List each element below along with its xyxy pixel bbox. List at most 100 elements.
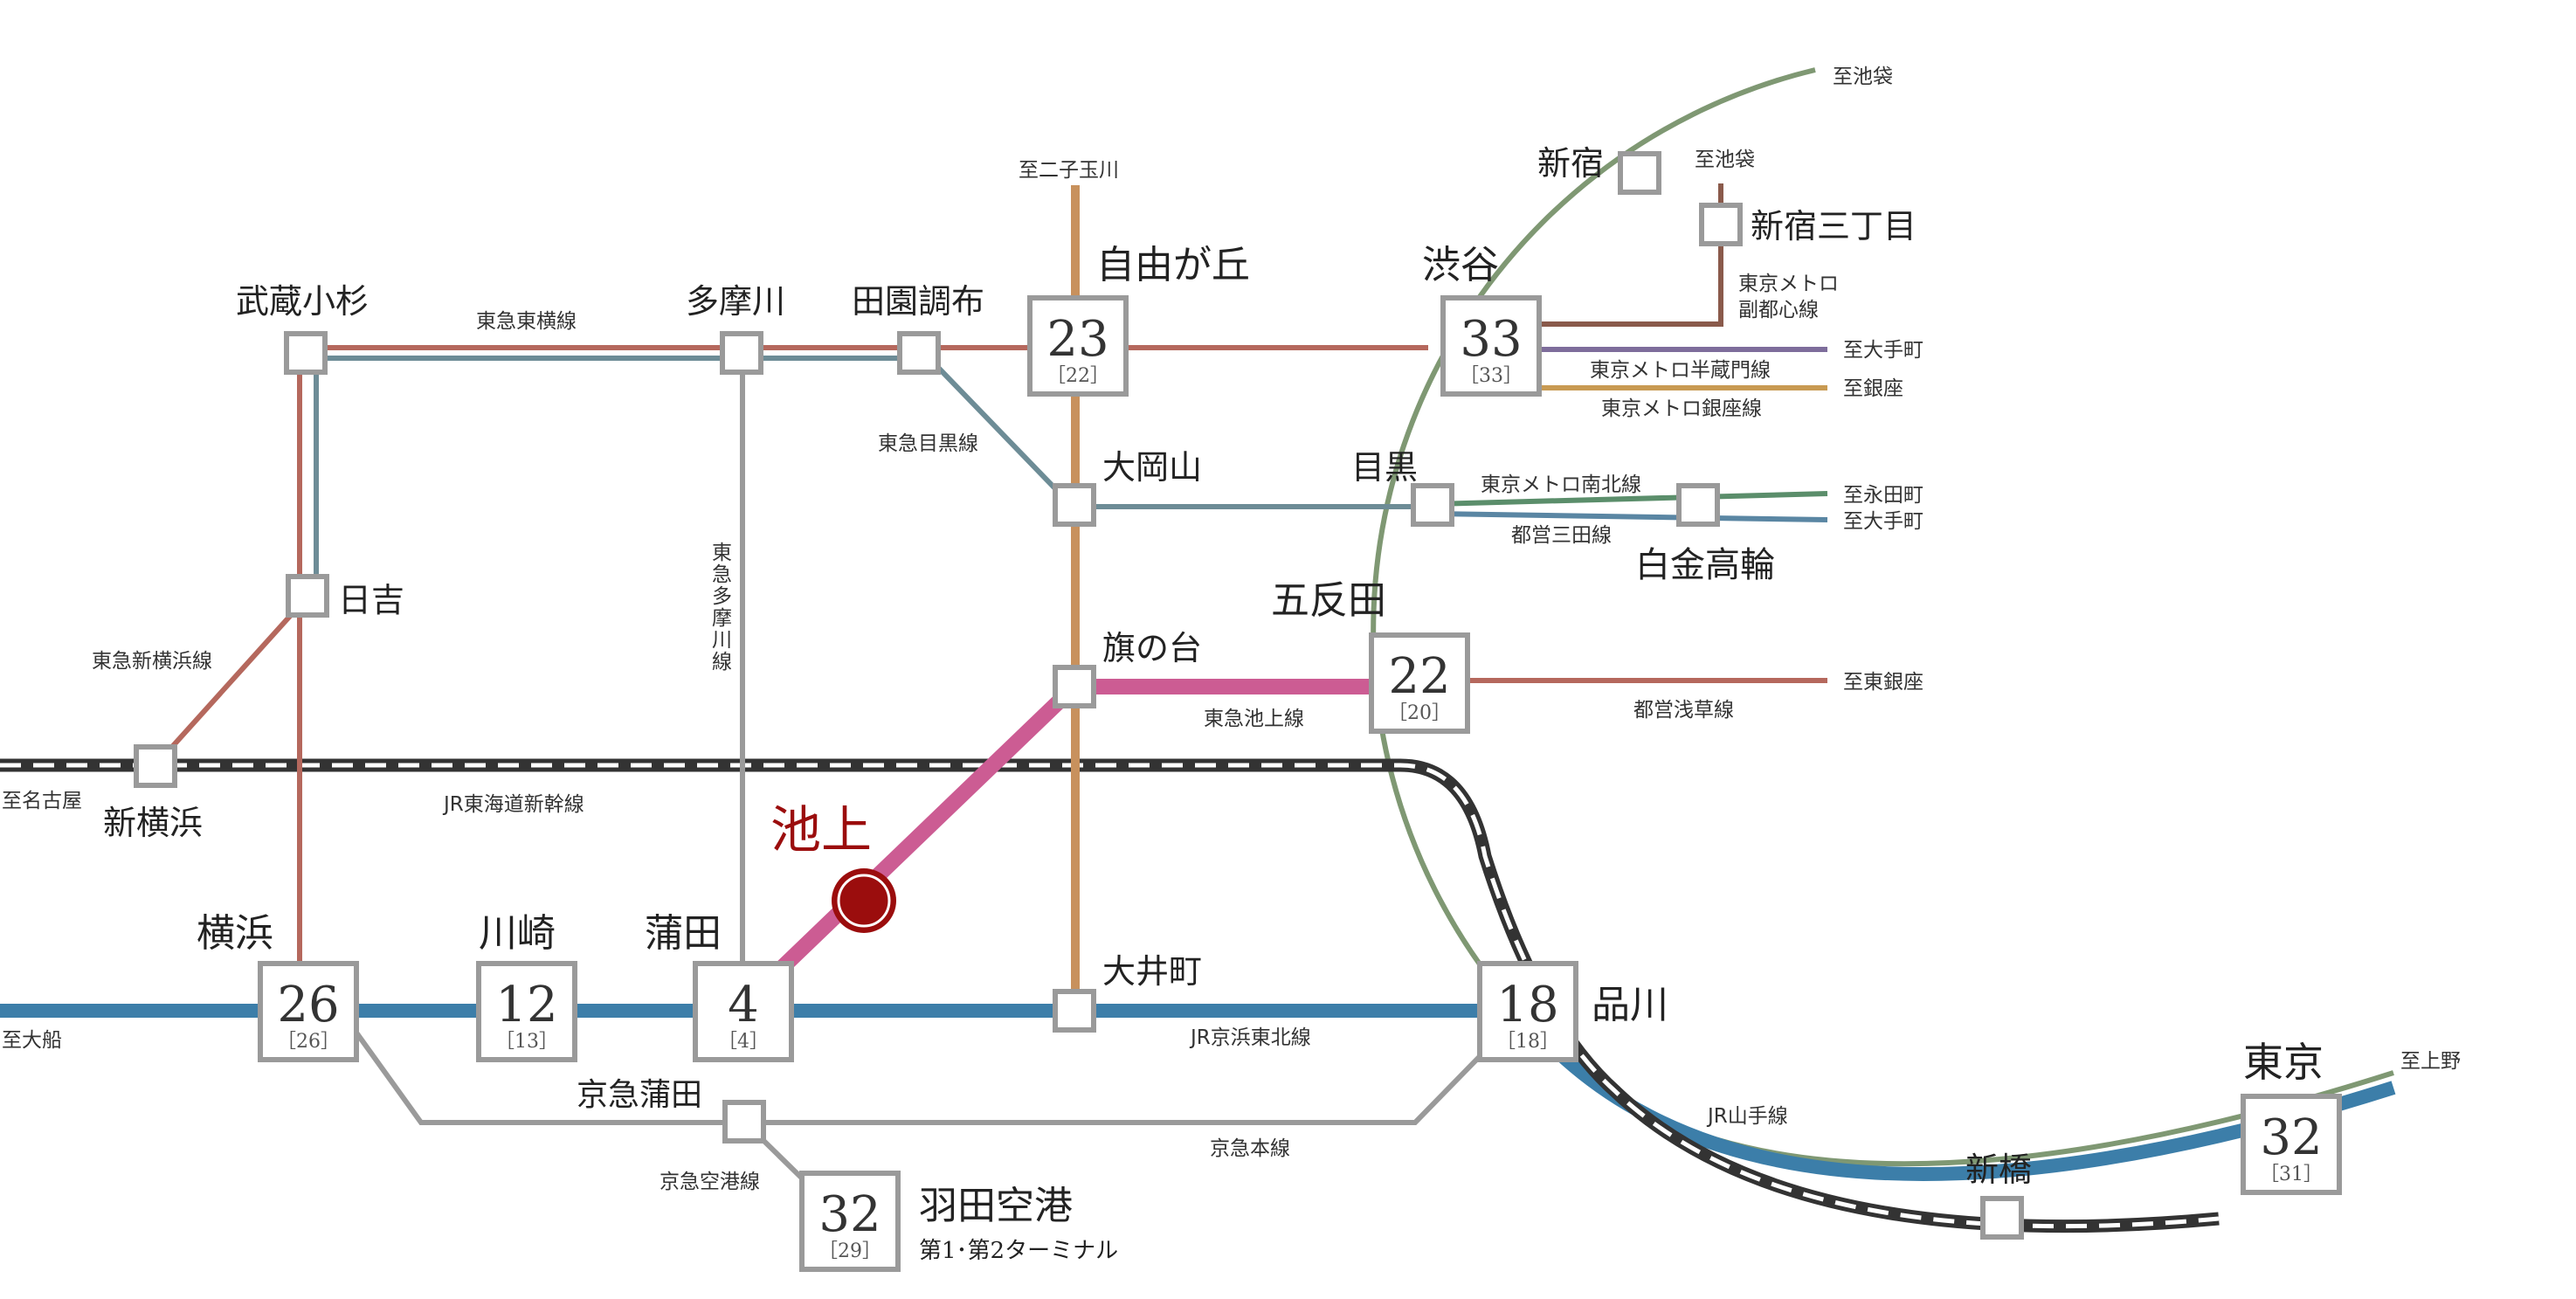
station-musashikosugi <box>284 331 328 375</box>
dest-ueno: 至上野 <box>2400 1050 2461 1073</box>
timebox-jiyugaoka: 23 ［22］ <box>1027 295 1129 397</box>
name-hatanodai: 旗の台 <box>1102 629 1202 667</box>
time-shinagawa: 18 <box>1496 977 1558 1033</box>
label-asakusa: 都営浅草線 <box>1633 699 1734 722</box>
dest-ikebukuro-yamanote: 至池袋 <box>1833 66 1893 88</box>
dest-nagatacho: 至永田町 <box>1843 484 1923 507</box>
svg-text:摩: 摩 <box>712 607 732 630</box>
station-shinbashi <box>1980 1196 2024 1240</box>
time-gotanda: 22 <box>1388 648 1450 705</box>
svg-text:東: 東 <box>712 542 732 564</box>
ikegami-marker: 池上 <box>770 800 896 933</box>
dest-futakotamagawa: 至二子玉川 <box>1019 159 1119 182</box>
svg-text:急: 急 <box>712 563 732 586</box>
name-shibuya: 渋谷 <box>1422 243 1499 287</box>
station-names: 武蔵小杉 多摩川 田園調布 自由が丘 渋谷 新宿 新宿三丁目 大岡山 目黒 白金… <box>103 144 2324 1264</box>
station-hatanodai <box>1053 665 1096 708</box>
time-kamata-sub: ［4］ <box>718 1031 769 1053</box>
dest-ginza: 至銀座 <box>1843 377 1903 400</box>
station-ookayama <box>1053 483 1096 527</box>
line-labels: 東急東横線 東急目黒線 東 急 多 摩 川 線 東急新横浜 線 東急池上線 JR東… <box>92 273 1839 1193</box>
name-shinagawa: 品川 <box>1592 983 1668 1027</box>
name-jiyugaoka: 自由が丘 <box>1096 243 1250 287</box>
label-toyoko: 東急東横線 <box>476 310 577 333</box>
timebox-shibuya: 33 ［33］ <box>1440 295 1542 397</box>
label-shinkansen: JR東海道新幹線 <box>442 793 584 816</box>
name-shirokanetakanawa: 白金高輪 <box>1635 545 1775 585</box>
time-tokyo: 32 <box>2260 1109 2322 1166</box>
station-denenchofu <box>897 331 941 375</box>
timebox-kamata: 4 ［4］ <box>693 961 794 1062</box>
shinkansen-inner <box>0 763 2220 1229</box>
name-kamata: 蒲田 <box>645 911 722 956</box>
label-mita: 都営三田線 <box>1511 524 1612 547</box>
name-kawasaki: 川崎 <box>479 911 556 956</box>
name-tamagawa: 多摩川 <box>686 282 785 321</box>
timebox-kawasaki: 12 ［13］ <box>476 961 577 1062</box>
label-tamagawa-line: 東 急 多 摩 川 線 <box>712 542 732 674</box>
lines-layer <box>0 67 2396 1233</box>
dest-otemachi-mita: 至大手町 <box>1843 510 1923 533</box>
label-ginza: 東京メトロ銀座線 <box>1601 397 1762 420</box>
name-shinbashi: 新橋 <box>1965 1150 2032 1189</box>
dest-higashiginza: 至東銀座 <box>1843 671 1923 694</box>
time-kawasaki: 12 <box>495 977 557 1033</box>
keikyu-main-line <box>338 1008 1527 1125</box>
time-yokohama: 26 <box>277 977 339 1033</box>
time-shibuya-sub: ［33］ <box>1460 365 1523 387</box>
dest-ofuna: 至大船 <box>2 1029 62 1052</box>
station-tamagawa <box>720 331 763 375</box>
name-shinyokohama: 新横浜 <box>103 804 203 842</box>
time-boxes: 23 ［22］ 33 ［33］ 22 ［20］ 26 ［26］ 12 ［13］ … <box>258 295 2342 1272</box>
timebox-gotanda: 22 ［20］ <box>1369 632 1470 734</box>
label-yamanote: JR山手線 <box>1706 1105 1788 1128</box>
destination-labels: 至二子玉川 至池袋 至池袋 至大手町 至銀座 至永田町 至大手町 至東銀座 至名… <box>2 66 2461 1073</box>
svg-text:多: 多 <box>712 585 732 608</box>
label-ikegami-line: 東急池上線 <box>1204 708 1304 730</box>
label-hanzomon: 東京メトロ半蔵門線 <box>1590 359 1771 382</box>
timebox-haneda: 32 ［29］ <box>799 1171 901 1272</box>
keihintohoku-line <box>0 1004 2396 1181</box>
name-yokohama: 横浜 <box>197 911 273 956</box>
yamanote-line <box>1371 67 2394 1167</box>
station-meguro <box>1411 483 1454 527</box>
timebox-shinagawa: 18 ［18］ <box>1477 961 1578 1062</box>
station-ooimachi <box>1053 989 1096 1033</box>
station-shinjuku <box>1618 151 1661 195</box>
station-hiyoshi <box>286 574 329 618</box>
station-shirokanetakanawa <box>1676 483 1720 527</box>
label-namboku: 東京メトロ南北線 <box>1481 473 1641 496</box>
label-meguro-line: 東急目黒線 <box>878 432 978 455</box>
time-shibuya: 33 <box>1460 311 1522 368</box>
label-fukutoshin-2: 副都心線 <box>1738 299 1819 321</box>
svg-text:線: 線 <box>712 651 732 674</box>
label-keikyu-main: 京急本線 <box>1210 1137 1290 1160</box>
time-haneda-sub: ［29］ <box>818 1240 881 1262</box>
time-kamata: 4 <box>728 977 759 1033</box>
dest-nagoya: 至名古屋 <box>2 790 82 812</box>
station-keikyukamata <box>722 1100 766 1144</box>
name-haneda: 羽田空港 <box>919 1184 1073 1228</box>
time-kawasaki-sub: ［13］ <box>495 1031 558 1053</box>
stations-layer <box>134 151 2024 1240</box>
name-tokyo: 東京 <box>2243 1039 2324 1086</box>
name-musashikosugi: 武蔵小杉 <box>236 282 369 321</box>
name-keikyukamata: 京急蒲田 <box>577 1077 702 1113</box>
name-shinjuku: 新宿 <box>1537 144 1604 183</box>
name-shinjuku3: 新宿三丁目 <box>1751 207 1916 245</box>
svg-text:川: 川 <box>712 629 732 652</box>
namboku-line <box>1432 491 1828 507</box>
label-keihintohoku: JR京浜東北線 <box>1189 1026 1311 1049</box>
time-jiyugaoka: 23 <box>1046 311 1108 368</box>
name-haneda-sub: 第1･第2ターミナル <box>919 1238 1118 1264</box>
time-gotanda-sub: ［20］ <box>1388 702 1451 724</box>
time-yokohama-sub: ［26］ <box>277 1031 340 1053</box>
station-name-ikegami: 池上 <box>770 800 872 860</box>
name-meguro: 目黒 <box>1351 448 1418 487</box>
name-denenchofu: 田園調布 <box>852 282 984 321</box>
timebox-tokyo: 32 ［31］ <box>2241 1094 2342 1195</box>
station-shinyokohama <box>134 744 177 788</box>
name-hiyoshi: 日吉 <box>338 581 404 619</box>
time-tokyo-sub: ［31］ <box>2260 1164 2323 1185</box>
